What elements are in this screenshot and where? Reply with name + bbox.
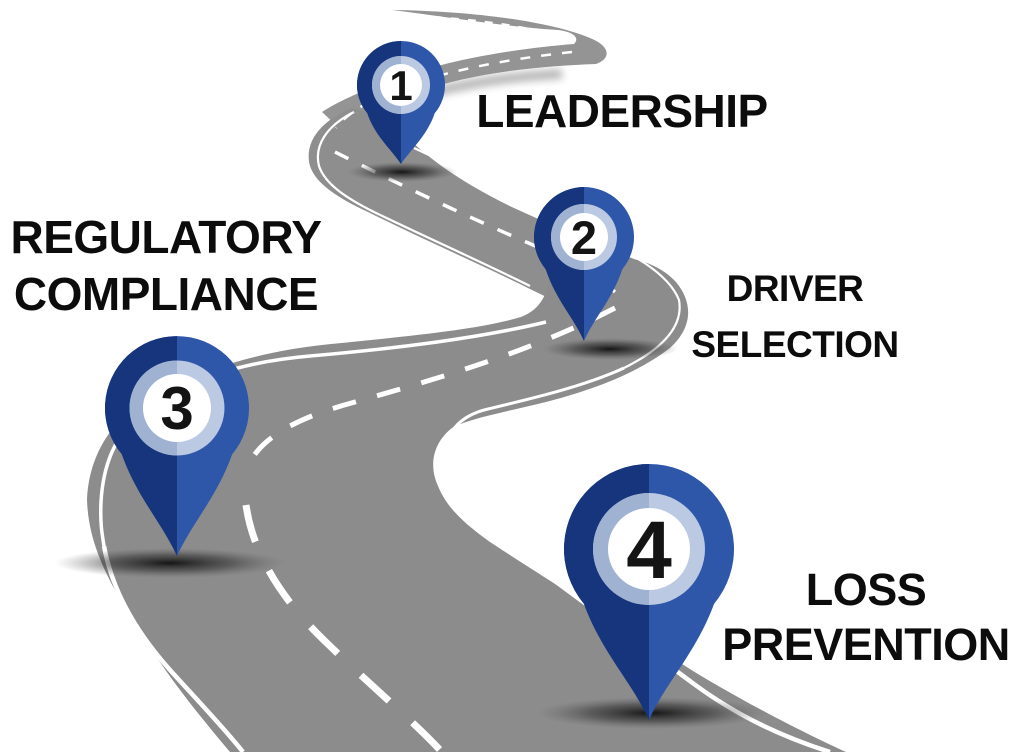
pin-1-shadow (347, 162, 457, 182)
label-line: DRIVER (726, 268, 864, 309)
pin-1-center (380, 64, 422, 106)
label-driver-selection: DRIVER SELECTION (691, 261, 899, 372)
pin-marker-1: 1 (357, 41, 445, 164)
road-surface-bottom (87, 256, 846, 752)
label-regulatory-compliance: REGULATORY COMPLIANCE (10, 209, 322, 322)
label-line: SELECTION (691, 323, 899, 365)
pin-1-number: 1 (389, 62, 412, 109)
label-line: COMPLIANCE (13, 267, 319, 320)
pin-4-center (608, 508, 690, 590)
label-line: PREVENTION (722, 619, 1010, 671)
pin-marker-2: 2 (534, 187, 635, 341)
road-surface-top (322, 10, 607, 138)
pin-marker-4: 4 (564, 464, 734, 720)
pin-2-shadow (542, 338, 678, 360)
pin-2-center (560, 213, 608, 261)
label-line: LOSS (805, 564, 927, 615)
label-loss-prevention: LOSS PREVENTION (722, 562, 1010, 673)
pin-3-shadow (55, 548, 285, 578)
label-line: LEADERSHIP (476, 85, 768, 137)
pin-4-number: 4 (626, 505, 672, 596)
pin-2-number: 2 (571, 211, 597, 264)
pin-3-number: 3 (160, 375, 193, 442)
road-edge-lines-right (413, 147, 831, 752)
pin-3-center (143, 374, 211, 442)
label-line: REGULATORY (10, 211, 322, 263)
label-leadership: LEADERSHIP (476, 85, 768, 137)
pin-marker-3: 3 (104, 336, 249, 556)
